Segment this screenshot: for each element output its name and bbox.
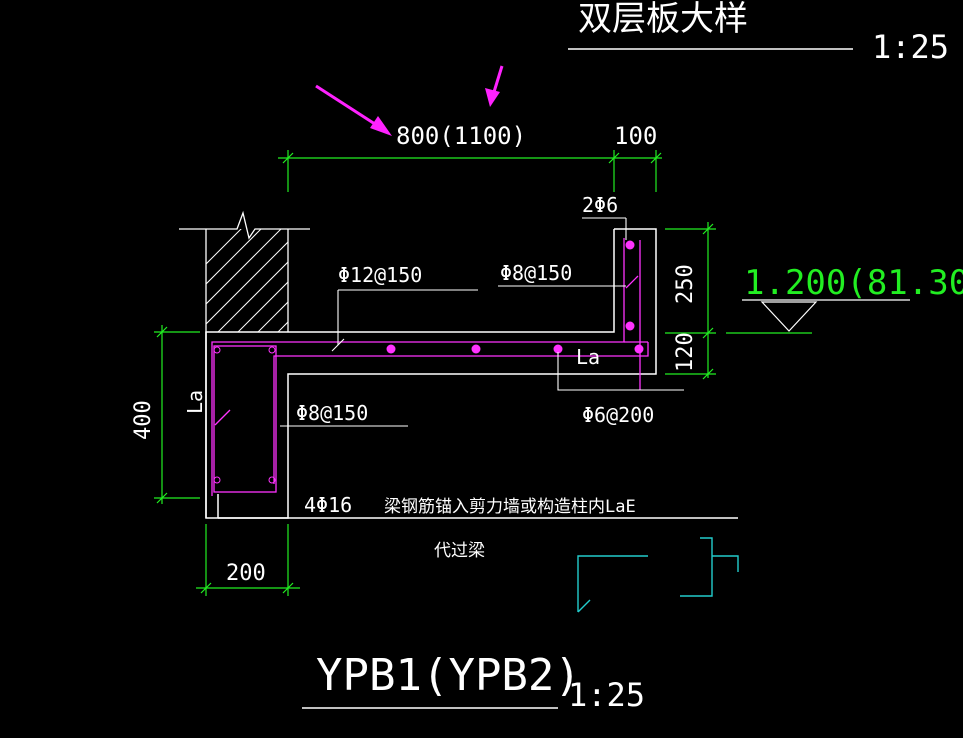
dim-left-height: 400: [131, 400, 156, 440]
dim-top-right: 100: [614, 122, 657, 150]
detail-scale: 1:25: [872, 28, 949, 66]
dim-height-upper: 250: [673, 264, 698, 304]
label-bottom-dist: Φ6@200: [582, 403, 654, 427]
leaders: [280, 217, 684, 427]
dim-height-lower: 120: [673, 332, 698, 372]
detail-title: 双层板大样: [578, 0, 748, 39]
label-anchor-left: La: [183, 390, 207, 414]
dim-top-span: 800(1100): [396, 122, 526, 150]
dim-top: [278, 150, 662, 192]
note-lintel: 代过梁: [434, 541, 485, 561]
note-anchorage: 梁钢筋锚入剪力墙或构造柱内LaE: [384, 497, 636, 517]
highlight-arrow-right: [485, 65, 504, 107]
dim-bottom-width: 200: [226, 561, 266, 586]
bottom-title: YPB1(YPB2): [316, 650, 581, 701]
section-mark: [577, 537, 739, 613]
wall-section: [179, 210, 310, 332]
concrete-outline: [205, 228, 738, 519]
label-slab-bottom: Φ8@150: [500, 261, 572, 285]
dim-left: [154, 325, 200, 504]
label-beam-main: 4Φ16: [304, 493, 352, 517]
rebar-cage: [211, 238, 649, 496]
label-top-bars: 2Φ6: [582, 193, 618, 217]
label-slab-top: Φ12@150: [338, 263, 422, 287]
bottom-title-scale: 1:25: [568, 676, 645, 714]
elevation-label: 1.200(81.300): [744, 263, 963, 303]
elevation-triangle: [760, 301, 818, 332]
rebar-dots: [213, 240, 644, 484]
dim-right: [665, 222, 716, 380]
dim-bottom: [196, 524, 300, 596]
highlight-arrow-left: [315, 84, 392, 136]
label-beam-stirrup: Φ8@150: [296, 401, 368, 425]
label-anchor-right: La: [576, 345, 600, 369]
